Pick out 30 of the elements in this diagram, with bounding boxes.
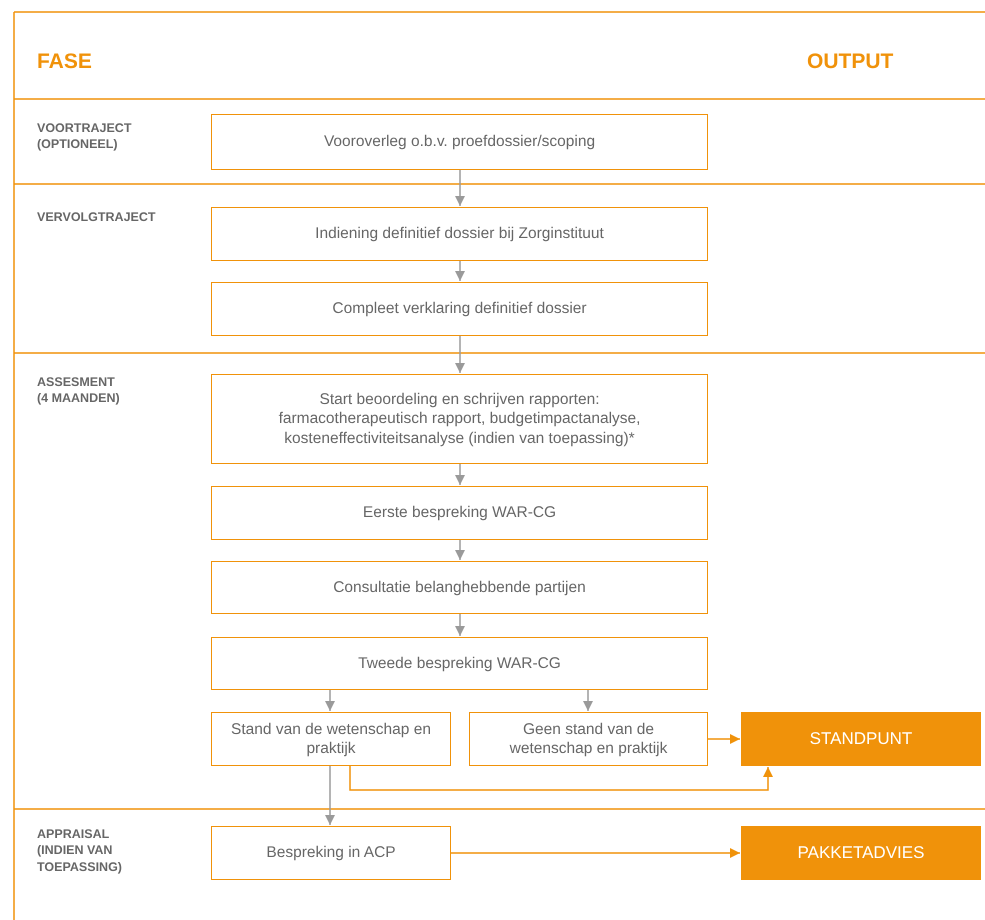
arrow	[455, 336, 465, 373]
column-header: OUTPUT	[807, 49, 894, 75]
arrow	[583, 690, 593, 711]
phase-label: APPRAISAL (INDIEN VAN TOEPASSING)	[37, 826, 123, 875]
phase-label: VOORTRAJECT (OPTIONEEL)	[37, 120, 132, 152]
phase-label: ASSESMENT (4 MAANDEN)	[37, 374, 121, 406]
arrow	[455, 464, 465, 485]
process-box: Start beoordeling en schrijven rapporten: farmacotherapeutisch rapport, budgetimpactanalyse, kosteneffectiviteitsanalyse (indien van toepassing)*	[211, 374, 708, 464]
phase-label: VERVOLGTRAJECT	[37, 209, 157, 226]
output-box: STANDPUNT	[741, 712, 981, 766]
arrow	[455, 261, 465, 281]
arrow	[325, 690, 335, 711]
process-box: Compleet verklaring definitief dossier	[211, 282, 708, 336]
arrow	[349, 766, 773, 791]
process-box: Geen stand van de wetenschap en praktijk	[469, 712, 708, 766]
process-box: Eerste bespreking WAR-CG	[211, 486, 708, 540]
arrow	[455, 540, 465, 560]
process-box: Tweede bespreking WAR-CG	[211, 637, 708, 690]
process-box: Vooroverleg o.b.v. proefdossier/scoping	[211, 114, 708, 170]
process-box: Stand van de wetenschap en praktijk	[211, 712, 451, 766]
arrow	[455, 170, 465, 206]
process-box: Consultatie belanghebbende partijen	[211, 561, 708, 614]
process-box: Indiening definitief dossier bij Zorginstituut	[211, 207, 708, 261]
process-box: Bespreking in ACP	[211, 826, 451, 880]
arrow	[455, 614, 465, 636]
output-box: PAKKETADVIES	[741, 826, 981, 880]
arrow	[325, 766, 335, 825]
arrow	[451, 848, 740, 858]
arrow	[708, 734, 740, 744]
column-header: FASE	[37, 49, 93, 75]
